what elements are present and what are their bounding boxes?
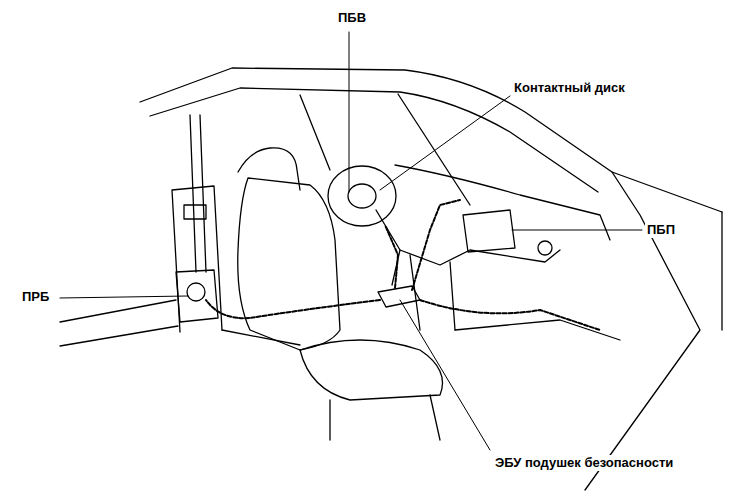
belt-buckle bbox=[184, 205, 206, 219]
console bbox=[410, 255, 455, 330]
headrest bbox=[238, 148, 300, 190]
leader-line bbox=[380, 96, 510, 190]
steering-wheel bbox=[328, 166, 396, 226]
floor bbox=[455, 320, 620, 340]
door-edge bbox=[721, 212, 722, 330]
leader-line bbox=[400, 300, 490, 450]
part-label: ЭБУ подушек безопасности bbox=[493, 455, 675, 471]
leader-line bbox=[349, 32, 350, 192]
part-label: ПРБ bbox=[20, 289, 51, 305]
seat-base bbox=[330, 395, 440, 440]
part-label: ПБВ bbox=[336, 10, 368, 26]
part-label: ПБП bbox=[645, 222, 677, 238]
airbag-ecu bbox=[378, 286, 420, 307]
door-edge bbox=[585, 172, 700, 490]
steering-hub bbox=[348, 184, 376, 208]
vent bbox=[538, 241, 552, 255]
leader-line bbox=[60, 296, 188, 298]
windshield-edge bbox=[398, 94, 470, 205]
retractor bbox=[187, 283, 205, 301]
leader-line bbox=[512, 230, 642, 231]
roof-inner bbox=[150, 88, 598, 192]
wiring bbox=[420, 300, 600, 330]
seat-back bbox=[238, 178, 340, 350]
door-sill bbox=[60, 300, 300, 346]
a-pillar bbox=[300, 95, 330, 170]
roof-outline bbox=[140, 68, 722, 212]
seat-belt bbox=[190, 115, 206, 272]
part-label: Контактный диск bbox=[512, 80, 627, 96]
seat-cushion bbox=[300, 340, 443, 400]
wiring bbox=[385, 225, 398, 288]
wiring bbox=[206, 300, 380, 318]
dashboard-top bbox=[395, 165, 610, 240]
passenger-airbag bbox=[463, 210, 515, 252]
wiring bbox=[412, 200, 460, 290]
